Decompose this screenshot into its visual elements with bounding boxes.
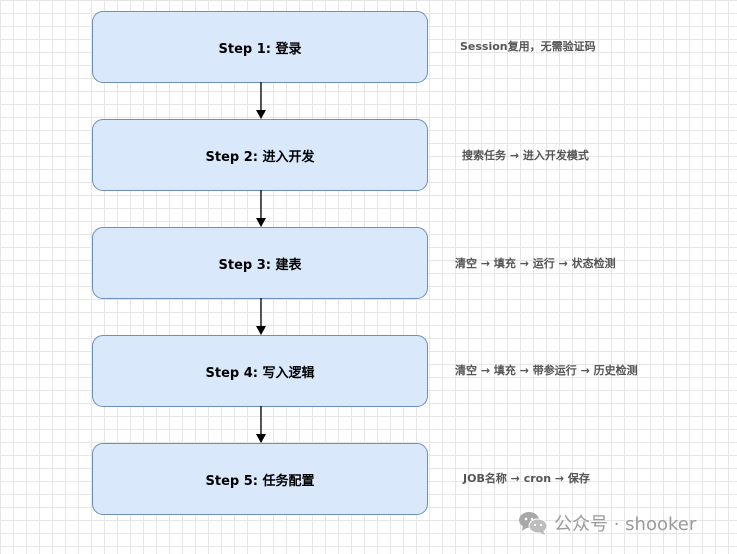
watermark: 公众号 · shooker — [518, 508, 696, 538]
step-3-box: Step 3: 建表 — [92, 227, 428, 299]
step-4-label: Step 4: 写入逻辑 — [205, 365, 315, 381]
step-3-note: 清空 → 填充 → 运行 → 状态检测 — [455, 257, 616, 270]
arrow-step3-to-step4 — [256, 298, 266, 335]
watermark-text: 公众号 · shooker — [554, 514, 697, 535]
step-5-note: JOB名称 → cron → 保存 — [463, 472, 590, 485]
step-3-label: Step 3: 建表 — [218, 257, 302, 273]
step-1-label: Step 1: 登录 — [218, 41, 302, 57]
step-2-note: 搜索任务 → 进入开发模式 — [462, 149, 589, 162]
arrow-step1-to-step2 — [256, 82, 266, 119]
step-5-label: Step 5: 任务配置 — [205, 473, 315, 489]
step-5-box: Step 5: 任务配置 — [92, 443, 428, 515]
arrow-step4-to-step5 — [256, 406, 266, 443]
arrow-step2-to-step3 — [256, 190, 266, 227]
step-1-note: Session复用，无需验证码 — [460, 40, 596, 53]
step-2-label: Step 2: 进入开发 — [205, 149, 315, 165]
wechat-icon — [519, 512, 548, 535]
step-2-box: Step 2: 进入开发 — [92, 119, 428, 191]
step-1-box: Step 1: 登录 — [92, 11, 428, 83]
step-4-note: 清空 → 填充 → 带参运行 → 历史检测 — [455, 364, 638, 377]
step-4-box: Step 4: 写入逻辑 — [92, 335, 428, 407]
